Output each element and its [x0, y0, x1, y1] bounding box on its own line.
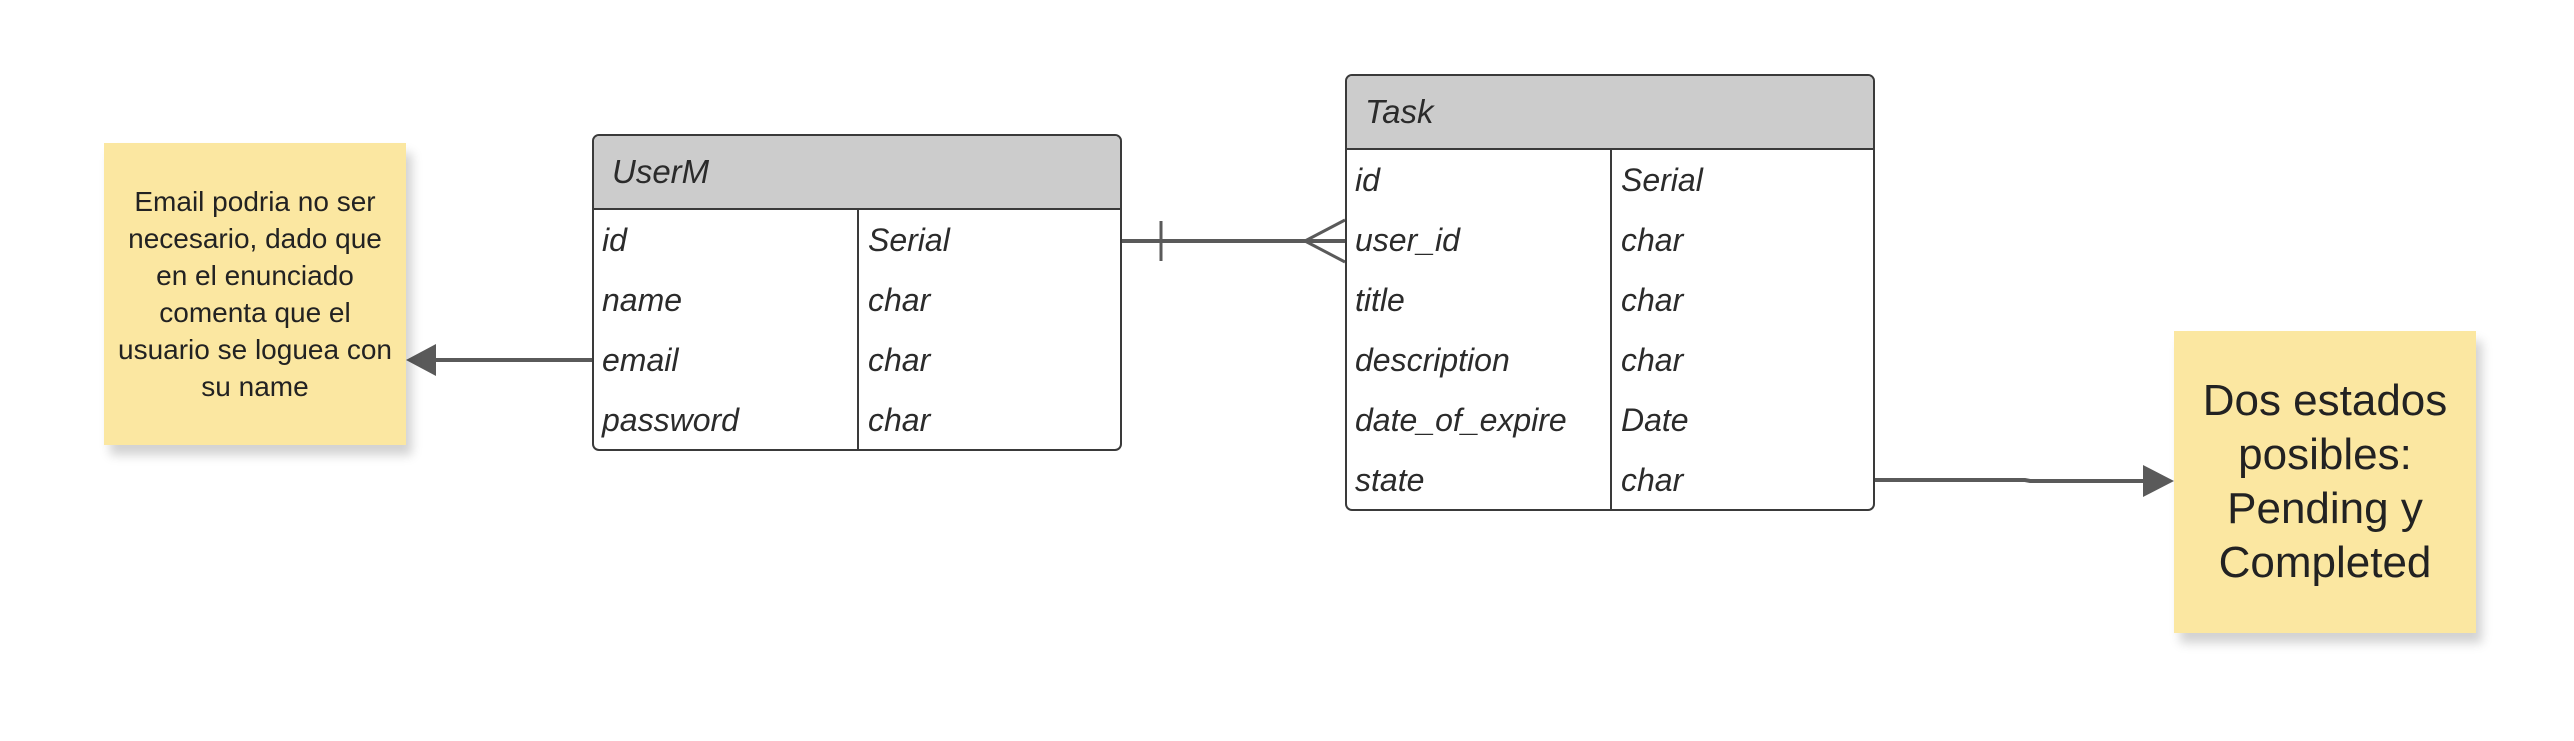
- field-type: char: [1621, 281, 1684, 318]
- connector-email-note: [406, 344, 592, 376]
- field-name: password: [602, 401, 739, 438]
- field-row: id Serial: [1347, 150, 1873, 210]
- entity-userm[interactable]: UserM id Serial name char email char pas…: [592, 134, 1122, 451]
- entity-userm-title: UserM: [594, 136, 1120, 210]
- entity-task-title: Task: [1347, 76, 1873, 150]
- field-type: char: [1621, 221, 1684, 258]
- field-type: char: [1621, 461, 1684, 498]
- field-name: name: [602, 281, 683, 318]
- connector-states-line: [1875, 478, 2145, 483]
- many-crowfoot-top: [1304, 218, 1346, 243]
- field-row: password char: [594, 390, 1120, 449]
- many-crowfoot-bottom: [1304, 239, 1346, 264]
- field-name: email: [602, 341, 679, 378]
- field-row: date_of_expire Date: [1347, 390, 1873, 450]
- field-row: user_id char: [1347, 210, 1873, 270]
- field-row: email char: [594, 330, 1120, 390]
- column-divider: [857, 210, 859, 449]
- sticky-note-states-text: Dos estados posibles: Pending y Complete…: [2202, 376, 2448, 587]
- connector-states-note: [1875, 465, 2174, 497]
- field-type: char: [868, 341, 931, 378]
- sticky-note-states[interactable]: Dos estados posibles: Pending y Complete…: [2174, 331, 2476, 633]
- field-name: id: [1355, 161, 1380, 198]
- field-type: char: [868, 401, 931, 438]
- arrowhead-states-note: [2143, 465, 2174, 497]
- entity-userm-fields: id Serial name char email char password …: [594, 210, 1120, 449]
- field-type: char: [1621, 341, 1684, 378]
- field-name: user_id: [1355, 221, 1460, 258]
- arrowhead-email-note: [406, 344, 436, 376]
- field-row: name char: [594, 270, 1120, 330]
- field-type: Date: [1621, 401, 1689, 438]
- column-divider: [1610, 150, 1612, 509]
- field-name: date_of_expire: [1355, 401, 1567, 438]
- sticky-note-email-text: Email podria no ser necesario, dado que …: [118, 186, 392, 402]
- field-row: title char: [1347, 270, 1873, 330]
- field-name: state: [1355, 461, 1425, 498]
- field-name: title: [1355, 281, 1405, 318]
- sticky-note-email[interactable]: Email podria no ser necesario, dado que …: [104, 143, 406, 445]
- field-type: Serial: [868, 221, 950, 258]
- field-name: id: [602, 221, 627, 258]
- field-row: state char: [1347, 450, 1873, 509]
- field-type: char: [868, 281, 931, 318]
- relationship-user-task: [1122, 218, 1346, 264]
- entity-task-fields: id Serial user_id char title char descri…: [1347, 150, 1873, 509]
- field-row: description char: [1347, 330, 1873, 390]
- field-type: Serial: [1621, 161, 1703, 198]
- field-row: id Serial: [594, 210, 1120, 270]
- field-name: description: [1355, 341, 1510, 378]
- entity-task[interactable]: Task id Serial user_id char title char d…: [1345, 74, 1875, 511]
